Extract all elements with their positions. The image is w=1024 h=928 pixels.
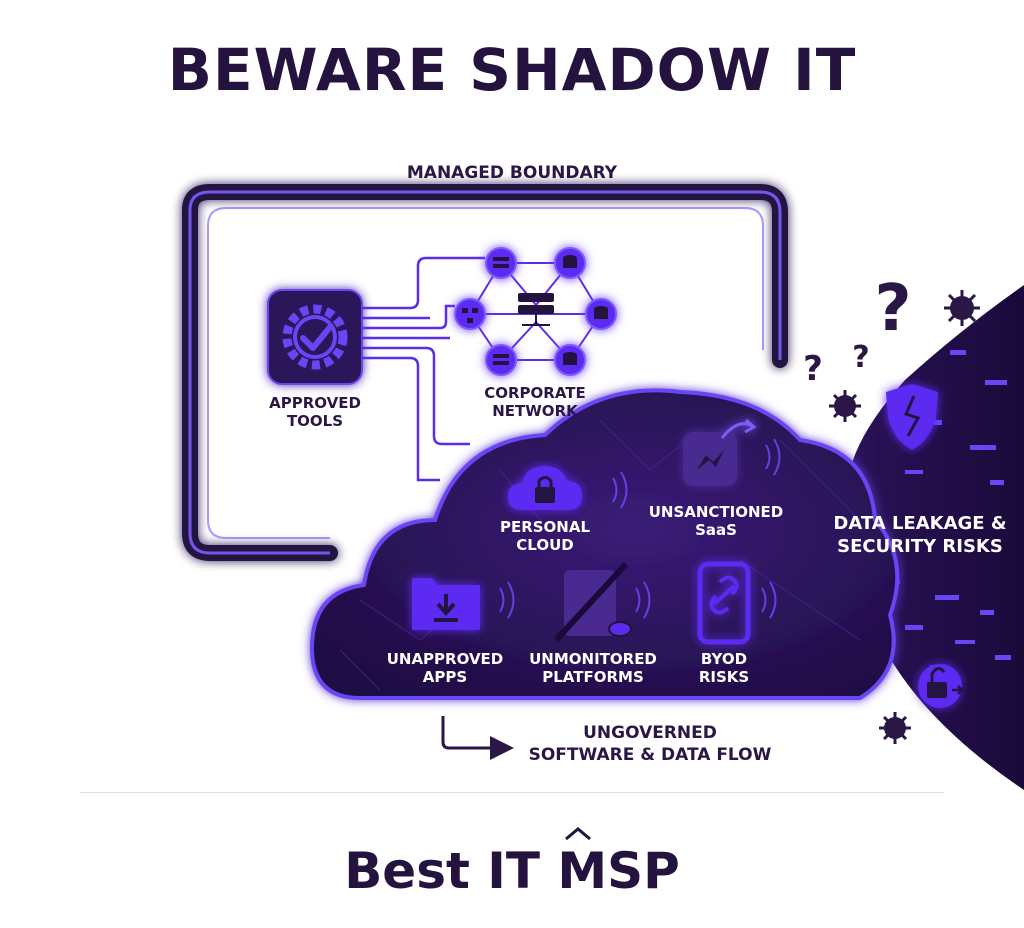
- hidden-platform-icon: [553, 561, 632, 643]
- question-mark-small-2: ?: [852, 340, 870, 375]
- personal-cloud-line1: PERSONAL: [499, 518, 591, 536]
- personal-cloud-label: PERSONAL CLOUD: [478, 518, 612, 554]
- tool-connectors: [362, 256, 485, 482]
- unmonitored-platforms-line1: UNMONITORED: [529, 650, 657, 668]
- node-network-icon: [454, 298, 486, 330]
- byod-risks-line1: BYOD: [700, 650, 748, 668]
- virus-icon-2: [829, 390, 861, 422]
- unmonitored-platforms-line2: PLATFORMS: [542, 668, 644, 686]
- unapproved-apps-line1: UNAPPROVED: [386, 650, 504, 668]
- cloud-network-mesh: [339, 419, 861, 691]
- virus-icon: [944, 290, 980, 326]
- unsanctioned-saas-label: UNSANCTIONED SaaS: [636, 503, 796, 539]
- flow-arrow: [441, 716, 514, 760]
- gear-check-icon: [282, 304, 348, 370]
- personal-cloud-line2: CLOUD: [516, 536, 574, 554]
- brand-logo-text: Best IT MSP: [344, 842, 680, 900]
- approved-tools-label: APPROVED TOOLS: [235, 394, 395, 430]
- broken-shield-icon: [886, 384, 938, 450]
- corporate-network-line2: NETWORK: [492, 402, 578, 420]
- virus-icon-3: [879, 712, 911, 744]
- messenger-icon: [683, 418, 757, 486]
- ungoverned-flow-label: UNGOVERNED SOFTWARE & DATA FLOW: [500, 722, 800, 766]
- boundary-inner-line: [207, 207, 764, 539]
- server-icon: [518, 293, 554, 326]
- signal-arcs: [499, 438, 781, 619]
- byod-risks-label: BYOD RISKS: [684, 650, 764, 686]
- unmonitored-platforms-label: UNMONITORED PLATFORMS: [518, 650, 668, 686]
- approved-tools-line2: TOOLS: [286, 412, 344, 430]
- phone-link-icon: [697, 561, 751, 645]
- footer-divider: [80, 792, 944, 793]
- unapproved-apps-label: UNAPPROVED APPS: [372, 650, 518, 686]
- lock-cloud-icon: [508, 466, 582, 510]
- risk-label-line1: DATA LEAKAGE &: [833, 513, 1007, 534]
- managed-boundary-label: MANAGED BOUNDARY: [406, 163, 618, 183]
- question-mark-large: ?: [874, 272, 912, 346]
- folder-download-icon: [412, 578, 480, 630]
- unsanctioned-saas-line1: UNSANCTIONED: [648, 503, 784, 521]
- data-leakage-label: DATA LEAKAGE & SECURITY RISKS: [820, 512, 1020, 558]
- unsanctioned-saas-line2: SaaS: [695, 521, 737, 539]
- unapproved-apps-line2: APPS: [422, 668, 468, 686]
- corporate-network: [454, 247, 617, 376]
- managed-boundary: [182, 184, 788, 561]
- node-server-icon: [485, 247, 517, 279]
- flow-label-line2: SOFTWARE & DATA FLOW: [528, 745, 772, 765]
- corporate-network-label: CORPORATE NETWORK: [455, 384, 615, 420]
- flow-label-line1: UNGOVERNED: [583, 723, 717, 743]
- approved-tools-box: [267, 289, 363, 385]
- brand-hat-icon: [565, 827, 591, 841]
- risk-label-line2: SECURITY RISKS: [837, 536, 1003, 557]
- question-mark-small-1: ?: [803, 349, 823, 389]
- corporate-network-line1: CORPORATE: [484, 384, 586, 402]
- page-title: BEWARE SHADOW IT: [167, 36, 857, 104]
- byod-risks-line2: RISKS: [698, 668, 750, 686]
- unlock-icon: [918, 664, 964, 708]
- approved-tools-line1: APPROVED: [269, 394, 361, 412]
- node-server-icon-2: [485, 344, 517, 376]
